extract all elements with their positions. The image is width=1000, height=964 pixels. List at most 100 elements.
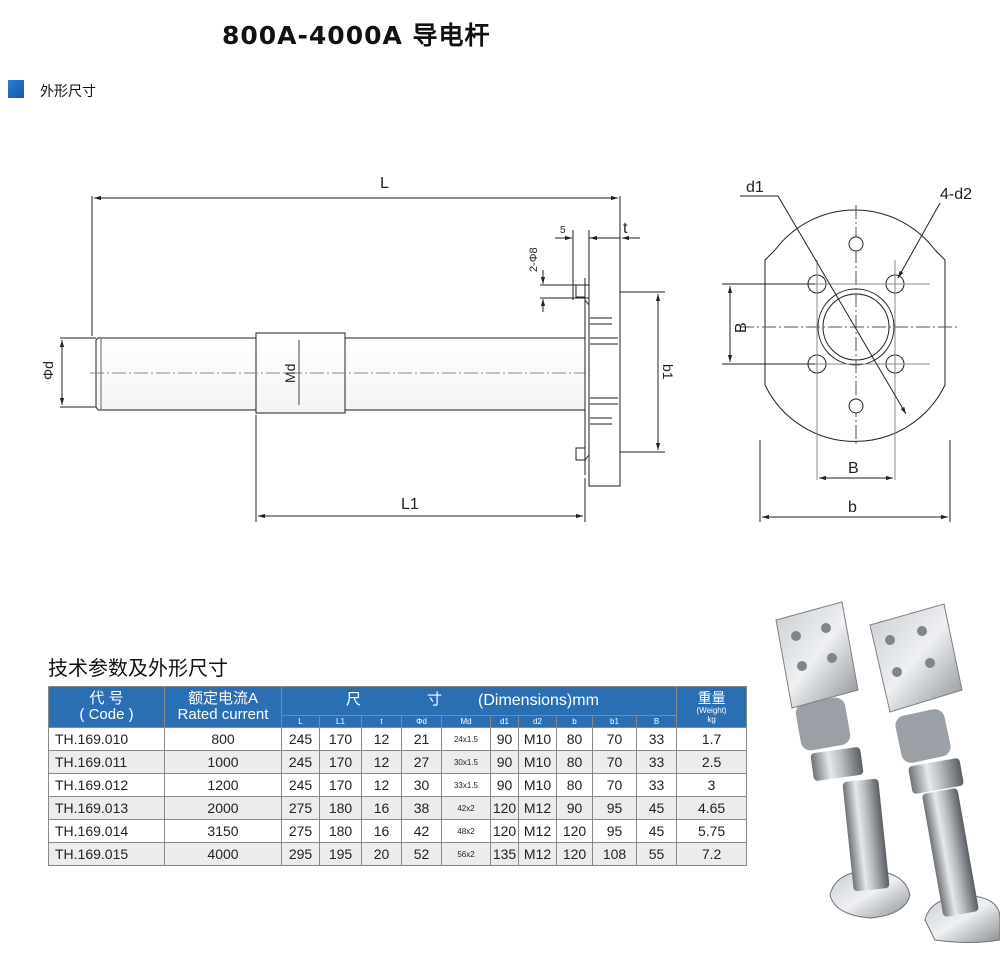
- table-row: TH.169.010 800 245 170 12 21 24x1.5 90 M…: [48, 727, 748, 751]
- cell-weight: 5.75: [676, 819, 748, 843]
- cell-L: 295: [281, 842, 320, 866]
- table-row: TH.169.013 2000 275 180 16 38 42x2 120 M…: [48, 796, 748, 820]
- table-row: TH.169.012 1200 245 170 12 30 33x1.5 90 …: [48, 773, 748, 797]
- header-dim-en: (Dimensions)mm: [478, 692, 599, 709]
- cell-Md: 33x1.5: [441, 773, 491, 797]
- cell-L1: 180: [319, 819, 362, 843]
- cell-t: 12: [361, 773, 402, 797]
- cell-d1: 120: [490, 819, 519, 843]
- cell-phid: 30: [401, 773, 442, 797]
- cell-phid: 42: [401, 819, 442, 843]
- cell-weight: 4.65: [676, 796, 748, 820]
- column-header: L1: [319, 715, 362, 728]
- label-b1: b1: [660, 364, 676, 380]
- cell-weight: 2.5: [676, 750, 748, 774]
- label-2-phi8: 2-Φ8: [528, 247, 540, 272]
- cell-current: 2000: [164, 796, 282, 820]
- cell-phid: 27: [401, 750, 442, 774]
- table-title: 技术参数及外形尺寸: [48, 656, 228, 680]
- cell-weight: 7.2: [676, 842, 748, 866]
- conductor-rod-right: [869, 603, 1000, 943]
- product-photo: [775, 601, 1000, 943]
- cell-B: 45: [635, 819, 678, 843]
- header-dimensions: 尺 寸 (Dimensions)mm: [280, 686, 678, 716]
- cell-t: 12: [361, 727, 402, 751]
- header-weight-en: (Weight): [696, 706, 727, 715]
- cell-L: 245: [281, 773, 320, 797]
- cell-t: 16: [361, 796, 402, 820]
- cell-L: 245: [281, 727, 320, 751]
- label-Md: Md: [282, 364, 298, 383]
- cell-b1: 70: [592, 750, 637, 774]
- cell-L1: 170: [319, 750, 362, 774]
- cell-b1: 70: [592, 773, 637, 797]
- spec-table: 代 号 ( Code ) 额定电流A Rated current 尺 寸 (Di…: [48, 686, 748, 866]
- cell-d2: M10: [518, 750, 557, 774]
- label-4-d2: 4-d2: [940, 186, 972, 203]
- cell-b1: 70: [592, 727, 637, 751]
- table-row: TH.169.011 1000 245 170 12 27 30x1.5 90 …: [48, 750, 748, 774]
- header-weight-cn: 重量: [697, 690, 726, 706]
- label-L: L: [380, 175, 389, 192]
- cell-b: 120: [556, 819, 593, 843]
- cell-code: TH.169.013: [48, 796, 165, 820]
- label-d1: d1: [746, 179, 764, 196]
- cell-current: 3150: [164, 819, 282, 843]
- cell-Md: 48x2: [441, 819, 491, 843]
- cell-d2: M12: [518, 842, 557, 866]
- cell-L1: 170: [319, 727, 362, 751]
- cell-d1: 90: [490, 727, 519, 751]
- cell-t: 20: [361, 842, 402, 866]
- end-view: [722, 195, 960, 522]
- cell-Md: 56x2: [441, 842, 491, 866]
- cell-weight: 3: [676, 773, 748, 797]
- header-current: 额定电流A Rated current: [164, 686, 282, 728]
- cell-phid: 38: [401, 796, 442, 820]
- cell-L1: 170: [319, 773, 362, 797]
- cell-b1: 95: [592, 796, 637, 820]
- cell-d2: M12: [518, 819, 557, 843]
- header-code-cn: 代 号: [89, 690, 124, 707]
- cell-B: 33: [635, 750, 678, 774]
- cell-d1: 135: [490, 842, 519, 866]
- cell-code: TH.169.011: [48, 750, 165, 774]
- cell-B: 33: [635, 727, 678, 751]
- cell-L1: 180: [319, 796, 362, 820]
- column-header: Φd: [401, 715, 442, 728]
- header-dim-cn-right: 寸: [427, 691, 443, 708]
- section-marker: [8, 80, 24, 98]
- cell-phid: 21: [401, 727, 442, 751]
- header-current-en: Rated current: [177, 706, 269, 723]
- label-B-left: B: [733, 322, 750, 333]
- cell-t: 12: [361, 750, 402, 774]
- cell-b1: 108: [592, 842, 637, 866]
- cell-weight: 1.7: [676, 727, 748, 751]
- side-view: [59, 195, 665, 522]
- cell-B: 33: [635, 773, 678, 797]
- cell-b: 80: [556, 727, 593, 751]
- cell-B: 55: [635, 842, 678, 866]
- cell-t: 16: [361, 819, 402, 843]
- cell-b: 90: [556, 796, 593, 820]
- header-weight-unit: kg: [707, 715, 716, 724]
- header-weight: 重量 (Weight) kg: [676, 686, 748, 728]
- cell-code: TH.169.014: [48, 819, 165, 843]
- cell-B: 45: [635, 796, 678, 820]
- header-code-en: ( Code ): [79, 706, 134, 723]
- label-B-bottom: B: [848, 460, 859, 477]
- cell-L: 275: [281, 796, 320, 820]
- label-L1: L1: [401, 496, 419, 513]
- cell-d2: M10: [518, 773, 557, 797]
- table-row: TH.169.015 4000 295 195 20 52 56x2 135 M…: [48, 842, 748, 866]
- cell-d1: 120: [490, 796, 519, 820]
- header-code: 代 号 ( Code ): [48, 686, 165, 728]
- cell-b: 80: [556, 773, 593, 797]
- cell-Md: 30x1.5: [441, 750, 491, 774]
- cell-code: TH.169.010: [48, 727, 165, 751]
- cell-d1: 90: [490, 773, 519, 797]
- cell-phid: 52: [401, 842, 442, 866]
- label-t: t: [623, 220, 628, 237]
- cell-b: 120: [556, 842, 593, 866]
- conductor-rod-left: [775, 601, 911, 919]
- cell-code: TH.169.015: [48, 842, 165, 866]
